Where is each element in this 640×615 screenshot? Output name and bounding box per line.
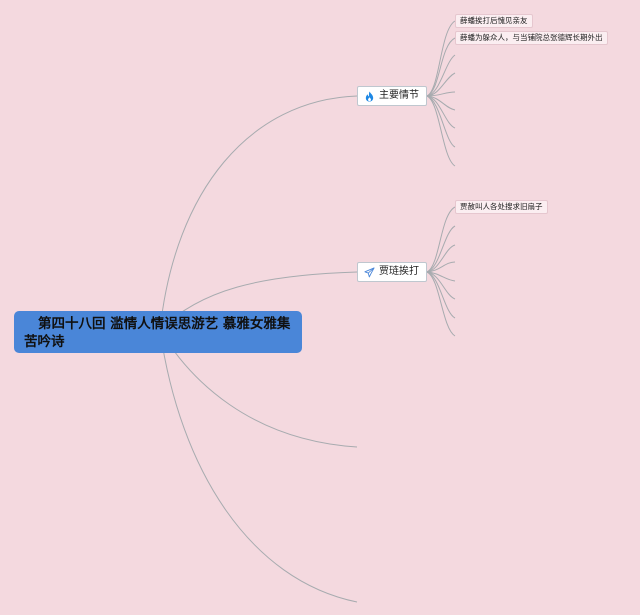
root-topic-title: 第四十八回 滥情人情误思游艺 慕雅女雅集苦吟诗	[24, 316, 291, 350]
root-topic[interactable]: 第四十八回 滥情人情误思游艺 慕雅女雅集苦吟诗	[14, 311, 302, 353]
branch-main-plot-label: 主要情节	[379, 90, 419, 101]
leaf-topic-label: 贾赦叫人各处搜求旧扇子	[460, 202, 543, 211]
leaf-topic[interactable]: 薛蟠为躲众人，与当铺院总张德辉长期外出	[455, 31, 608, 45]
branch-jialian-beaten-label: 贾琏挨打	[379, 266, 419, 277]
branch-jialian-beaten[interactable]: 贾琏挨打	[357, 262, 427, 282]
leaf-topic[interactable]: 贾赦叫人各处搜求旧扇子	[455, 200, 548, 214]
leaf-topic-label: 薛蟠为躲众人，与当铺院总张德辉长期外出	[460, 33, 603, 42]
leaf-topic-label: 薛蟠挨打后愧见亲友	[460, 16, 528, 25]
branch-main-plot[interactable]: 主要情节	[357, 86, 427, 106]
flame-icon	[365, 90, 374, 102]
paper-plane-icon	[364, 266, 375, 277]
leaf-topic[interactable]: 薛蟠挨打后愧见亲友	[455, 14, 533, 28]
